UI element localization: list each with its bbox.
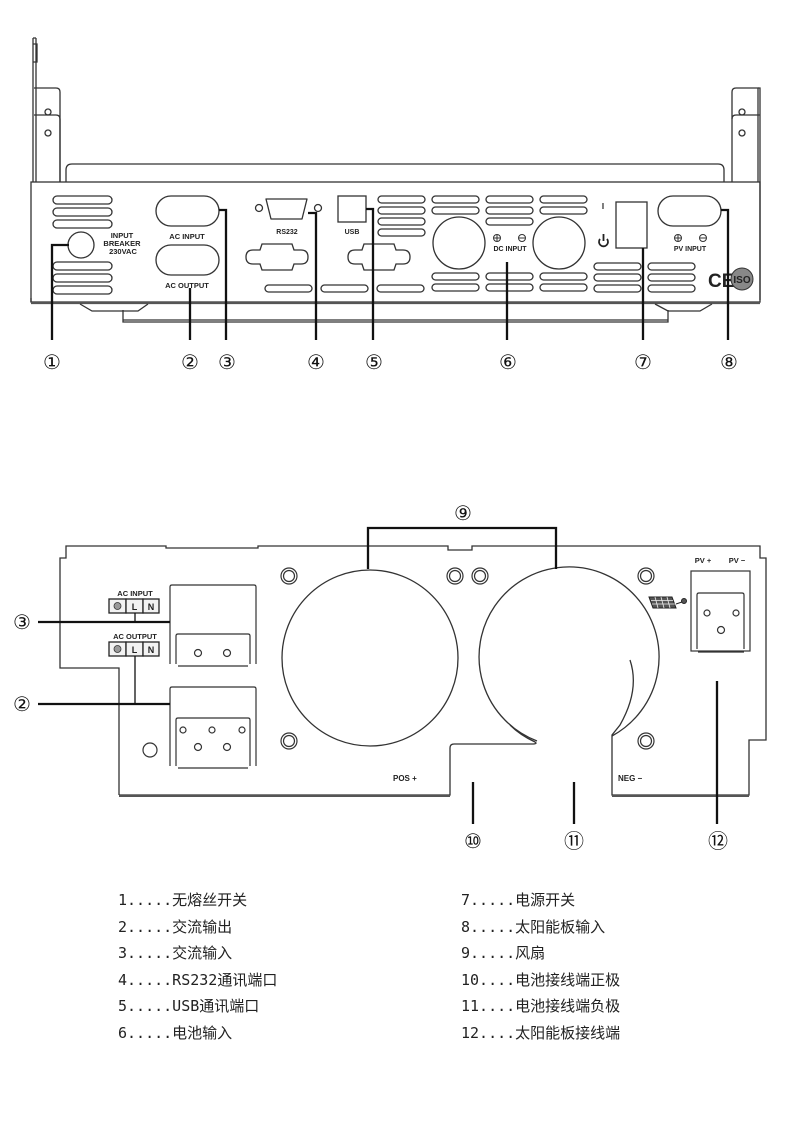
iso-mark: ISO — [733, 275, 750, 286]
legend-item: 4.....RS232通讯端口 — [118, 970, 278, 989]
terminal-panel-outline — [59, 545, 767, 796]
usb-label: USB — [345, 229, 360, 236]
neg-label: NEG − — [618, 774, 643, 783]
legend-item: 9.....风扇 — [461, 944, 546, 962]
callout-5: ⑤ — [365, 350, 383, 374]
fan-left — [281, 569, 459, 747]
dc-input-label: DC INPUT — [493, 246, 527, 253]
legend-item: 3.....交流输入 — [118, 944, 233, 962]
legend-item: 6.....电池输入 — [118, 1023, 233, 1042]
dc-input-positive-terminal — [432, 216, 486, 270]
ac-output-socket — [169, 686, 257, 769]
ce-mark: CE — [708, 271, 734, 292]
pv-plus-label: PV + — [695, 556, 712, 565]
rear-panel-diagram: INPUT BREAKER 230VAC AC INPUT AC OUTPUT … — [30, 37, 761, 374]
vent-slots-middle — [377, 195, 696, 293]
fan-right — [478, 566, 660, 742]
ac-input-socket — [169, 584, 257, 667]
callout-7: ⑦ — [634, 350, 652, 374]
power-icon — [598, 234, 609, 248]
mounting-screws — [142, 567, 655, 758]
callout-9: ⑨ — [454, 501, 472, 525]
legend-item: 10....电池接线端正极 — [461, 970, 621, 989]
bottom-leader-lines — [38, 526, 719, 824]
pv-input-port — [657, 195, 722, 227]
breaker-label-1: INPUT — [111, 231, 134, 240]
legend-right-column: 7.....电源开关 8.....太阳能板输入 9.....风扇 10....电… — [461, 887, 620, 1046]
ac-input-label: AC INPUT — [169, 232, 205, 241]
ac-input-l: L — [132, 602, 138, 612]
dc-polarity-icons — [493, 234, 526, 242]
ac-output-terminal-label: AC OUTPUT — [113, 632, 157, 641]
callout-3-bottom: ③ — [13, 610, 31, 634]
legend-item: 5.....USB通讯端口 — [118, 997, 260, 1015]
legend-item: 7.....电源开关 — [461, 891, 576, 909]
dc-input-negative-terminal — [532, 216, 586, 270]
pv-input-label: PV INPUT — [674, 246, 707, 253]
ac-output-n: N — [148, 645, 155, 655]
legend-item: 12....太阳能板接线端 — [461, 1023, 621, 1042]
callout-11: ⑪ — [564, 829, 584, 853]
power-on-mark: I — [602, 202, 604, 211]
callout-leader-lines — [50, 207, 730, 340]
svg-text:INPUT BREAKER 230VAC: INPUT BREAKER 230VAC — [103, 231, 142, 256]
ac-output-l: L — [132, 645, 138, 655]
callout-2: ② — [181, 350, 199, 374]
callout-3: ③ — [218, 350, 236, 374]
legend-item: 11....电池接线端负极 — [461, 997, 621, 1015]
legend-left-column: 1.....无熔丝开关 2.....交流输出 3.....交流输入 4.....… — [118, 887, 277, 1046]
right-mount-bracket — [731, 87, 759, 182]
iso-badge — [730, 267, 754, 291]
pv-terminal-socket — [690, 570, 751, 653]
legend-item: 2.....交流输出 — [118, 917, 233, 936]
callout-8: ⑧ — [720, 350, 738, 374]
breaker-label-2: BREAKER — [103, 239, 141, 248]
pv-minus-label: PV − — [729, 556, 746, 565]
callout-10: ⑩ — [464, 829, 482, 853]
callout-12: ⑫ — [708, 829, 728, 853]
usb-ghost-port — [347, 243, 411, 271]
legend-item: 8.....太阳能板输入 — [461, 917, 606, 936]
ac-input-n: N — [148, 602, 155, 612]
solar-panel-icon — [648, 596, 687, 609]
vent-slots-bottom — [264, 284, 425, 293]
vent-slots-left — [52, 195, 113, 295]
terminal-panel-diagram: AC INPUT L N AC OUTPUT L N PV + PV − — [13, 501, 767, 853]
callout-6: ⑥ — [499, 350, 517, 374]
power-switch — [615, 201, 648, 249]
ac-input-port — [155, 195, 220, 227]
input-breaker — [67, 231, 95, 259]
legend-item: 1.....无熔丝开关 — [118, 891, 248, 909]
ac-output-label: AC OUTPUT — [165, 281, 209, 290]
pv-polarity-icons — [674, 234, 707, 242]
breaker-label-3: 230VAC — [109, 247, 137, 256]
rs232-label: RS232 — [276, 229, 298, 236]
usb-port — [337, 195, 367, 223]
rs232-port — [245, 198, 323, 271]
ac-output-terminal-block — [108, 641, 160, 657]
ac-input-terminal-block — [108, 598, 160, 614]
callout-4: ④ — [307, 350, 325, 374]
pos-label: POS + — [393, 774, 417, 783]
ac-input-terminal-label: AC INPUT — [117, 589, 153, 598]
ac-output-port — [155, 244, 220, 276]
left-mount-bracket — [32, 37, 37, 182]
callout-2-bottom: ② — [13, 692, 31, 716]
callout-1: ① — [43, 350, 61, 374]
